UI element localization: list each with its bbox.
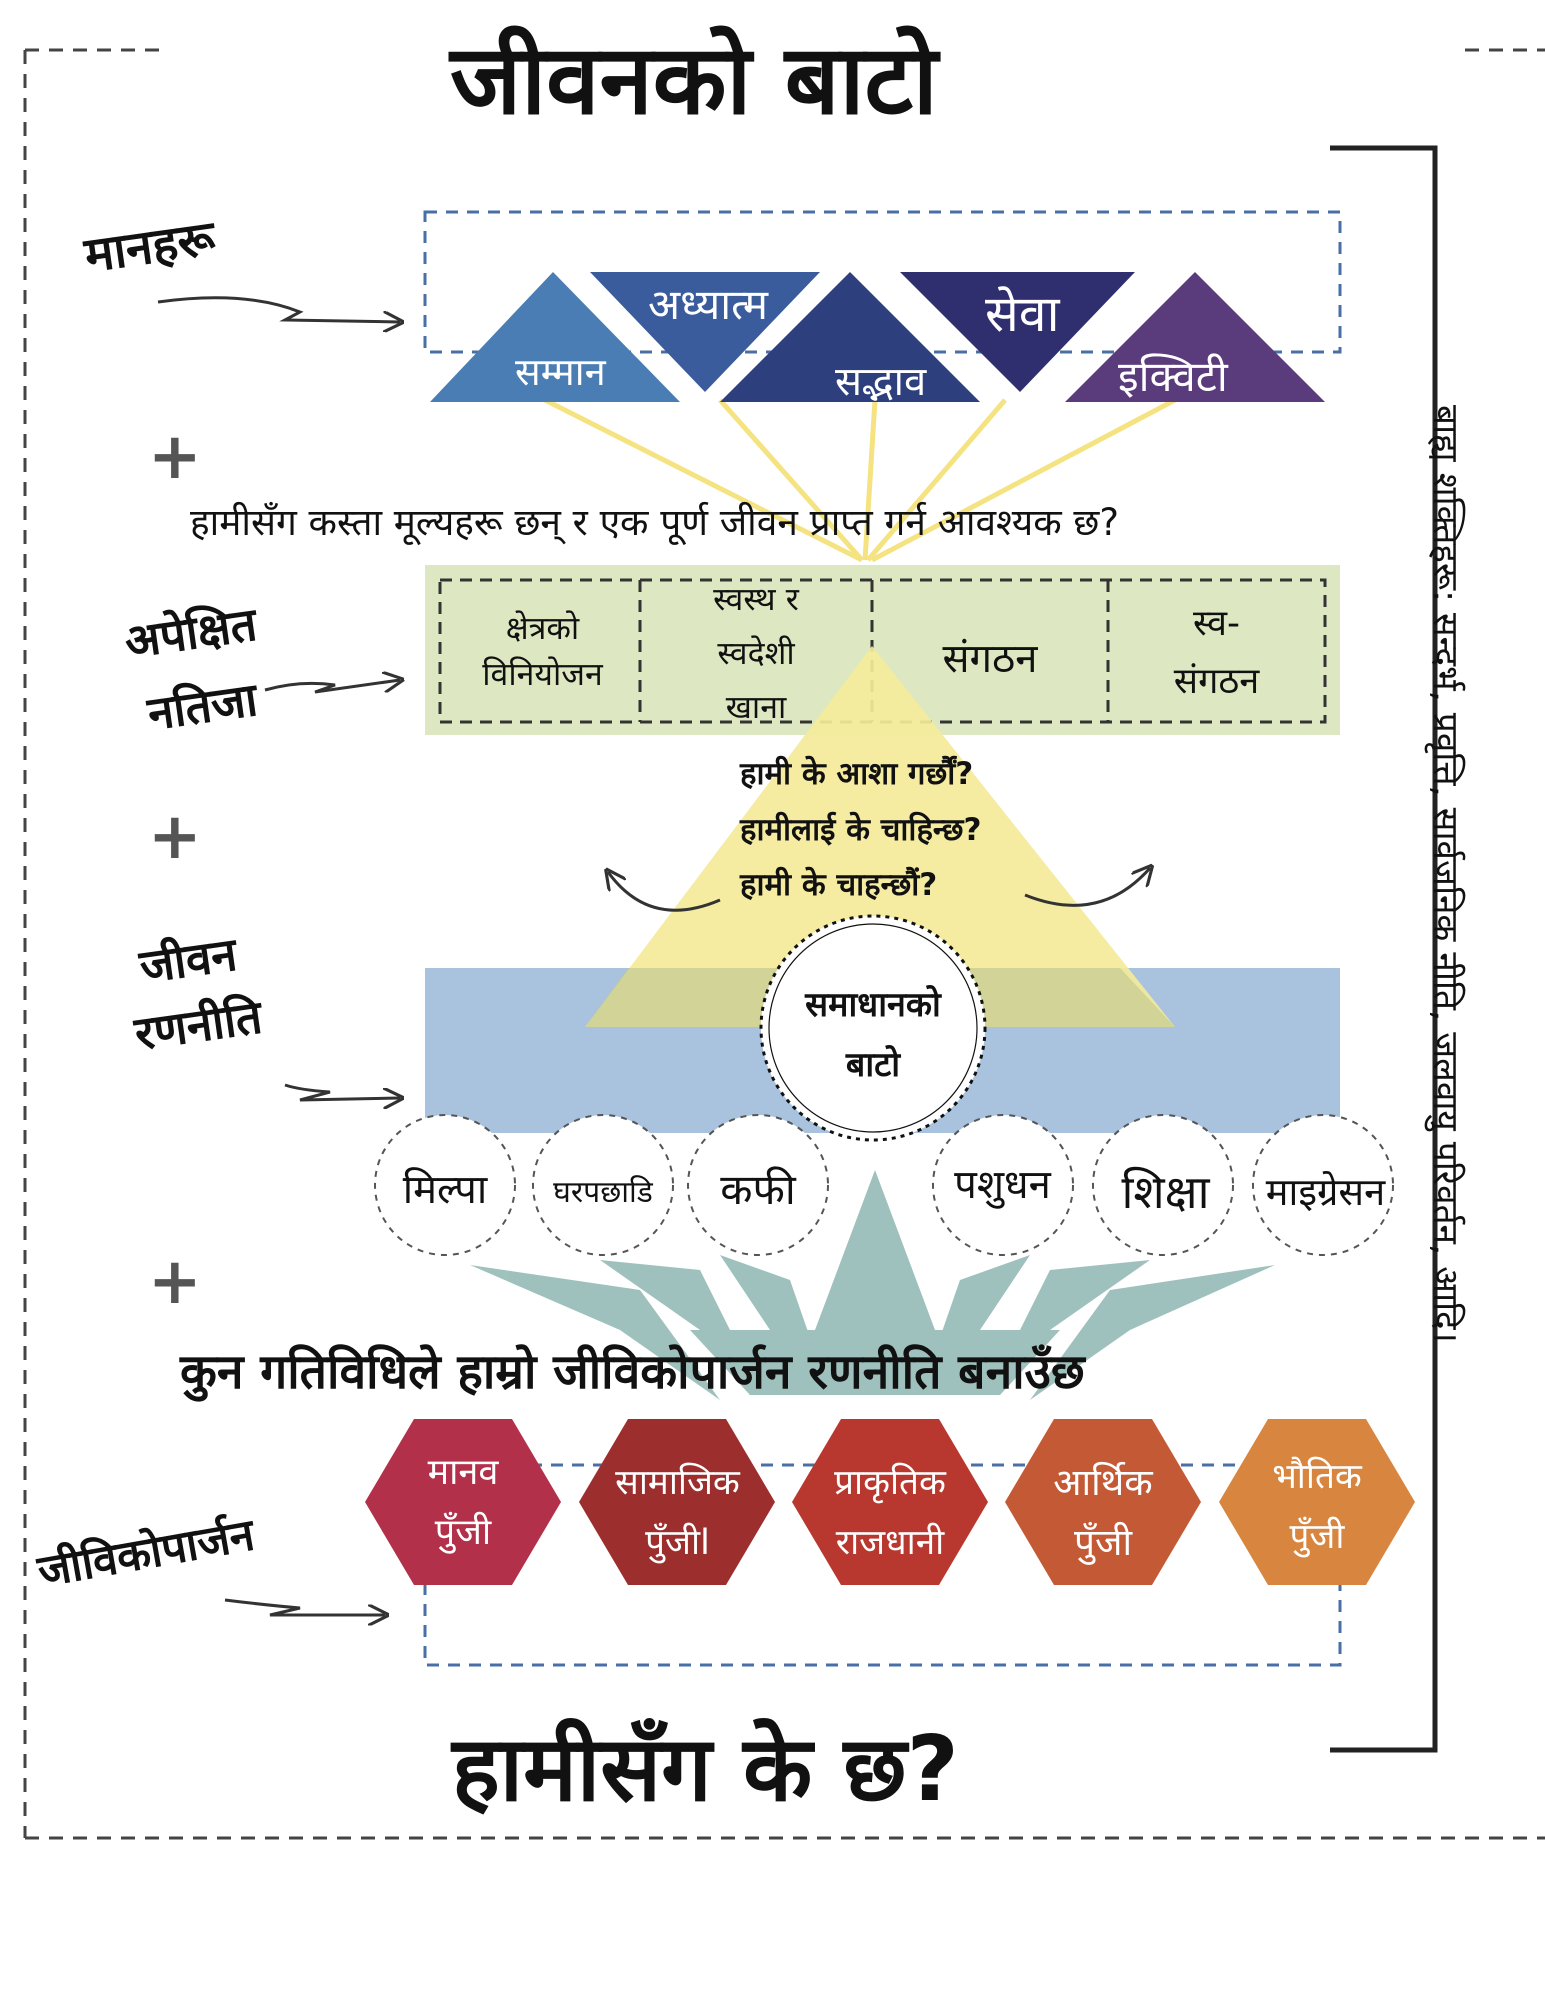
solution-line: बाटो	[845, 1045, 901, 1085]
pyramid-question-2: हामीलाई के चाहिन्छ?	[740, 812, 982, 848]
outcome-line: स्वस्थ र	[713, 580, 799, 618]
value-adhyatma: अध्यात्म	[648, 280, 769, 329]
value-seva: सेवा	[985, 285, 1060, 343]
strategy-label-coffee: कफी	[720, 1165, 796, 1214]
solution-line: समाधानको	[805, 985, 941, 1025]
capital-hexagon	[1005, 1419, 1201, 1585]
page-title: जीवनको बाटो	[450, 24, 938, 136]
capital-hexagon	[365, 1419, 561, 1585]
capital-line: भौतिक	[1272, 1457, 1362, 1497]
activities-question: कुन गतिविधिले हाम्रो जीविकोपार्जन रणनीति…	[180, 1344, 1085, 1400]
capital-line: सामाजिक	[615, 1463, 740, 1503]
capital-label-human: मानव पुँजी	[378, 1443, 548, 1563]
value-sammaan: सम्मान	[515, 350, 606, 394]
lotus-shape	[470, 1170, 1275, 1400]
capital-hexagon	[579, 1419, 775, 1585]
strategy-circle	[1092, 1114, 1234, 1256]
bottom-question: हामीसँग के छ?	[452, 1717, 959, 1822]
capital-line: पुँजी	[1073, 1521, 1133, 1564]
strategy-circle	[1252, 1114, 1394, 1256]
side-arrows	[157, 296, 400, 1615]
outcome-line: क्षेत्रको	[505, 609, 580, 647]
values-question: हामीसँग कस्ता मूल्यहरू छन् र एक पूर्ण जी…	[190, 501, 1119, 544]
value-sadbhav: सद्भाव	[835, 359, 927, 405]
value-triangle-sammaan	[430, 272, 680, 402]
strategy-circles	[374, 1114, 1394, 1256]
outcome-line: विनियोजन	[482, 655, 603, 693]
capital-label-social: सामाजिक पुँजीl	[590, 1453, 765, 1573]
strategy-label-education: शिक्षा	[1121, 1165, 1210, 1219]
curved-arrow-right	[1024, 868, 1150, 907]
outcome-line: खाना	[725, 688, 787, 726]
capital-hexagon	[1219, 1419, 1415, 1585]
strategy-circle	[932, 1114, 1074, 1256]
capital-line: राजधानी	[835, 1523, 945, 1563]
strategy-circle	[687, 1114, 829, 1256]
outcome-line: स्वदेशी	[717, 634, 795, 672]
strategy-label-livestock: पशुधन	[954, 1162, 1051, 1208]
pyramid-question-3: हामी के चाहन्छौं?	[740, 867, 938, 903]
strategy-label-migration: माइग्रेसन	[1265, 1170, 1386, 1214]
capital-hexagon	[792, 1419, 988, 1585]
outcome-line: संगठन	[942, 636, 1038, 682]
outcome-line: स्व-	[1192, 603, 1240, 644]
strategy-circle	[532, 1114, 674, 1256]
strategy-circle	[374, 1114, 516, 1256]
capital-label-physical: भौतिक पुँजी	[1232, 1447, 1402, 1567]
strategy-label-milpa: मिल्पा	[402, 1167, 488, 1213]
outcome-cell-3: संगठन	[872, 632, 1108, 686]
outcome-cell-2: स्वस्थ र स्वदेशी खाना	[640, 572, 872, 734]
solution-path-label: समाधानको बाटो	[773, 975, 973, 1095]
pyramid-question-1: हामी के आशा गर्छौं?	[740, 756, 974, 792]
value-triangle-adhyatma	[590, 272, 820, 392]
capital-line: मानव	[427, 1452, 499, 1493]
capital-line: पुँजीl	[645, 1523, 710, 1563]
value-equity: इक्विटी	[1118, 352, 1228, 401]
solution-path-circle	[759, 914, 987, 1142]
outer-frame	[23, 48, 1545, 1840]
curved-arrow-left	[608, 872, 721, 912]
value-triangle-seva	[900, 272, 1135, 392]
value-light-rays	[543, 397, 1177, 563]
strategy-label-backyard: घरपछाडि	[553, 1175, 653, 1210]
outcome-line: संगठन	[1173, 661, 1260, 702]
capital-line: आर्थिक	[1053, 1461, 1153, 1504]
capital-line: प्राकृतिक	[834, 1463, 946, 1503]
yellow-pyramid	[585, 646, 1175, 1027]
outcome-cell-4: स्व- संगठन	[1108, 595, 1325, 711]
external-forces-bracket	[1330, 145, 1438, 1753]
capital-line: पुँजी	[1289, 1517, 1345, 1557]
plus-sign-3: +	[148, 1245, 202, 1319]
plus-sign-1: +	[148, 420, 202, 494]
value-triangle-equity	[1065, 272, 1325, 402]
capital-hexagons	[365, 1419, 1415, 1585]
external-forces-label: बाह्य शक्तिहरू: सन्दर्भ, प्रवृत्ति, सार्…	[1425, 405, 1465, 1343]
capital-line: पुँजी	[434, 1512, 492, 1553]
plus-sign-2: +	[148, 800, 202, 874]
value-triangle-sadbhav	[720, 272, 980, 402]
capital-label-economic: आर्थिक पुँजी	[1018, 1453, 1188, 1573]
outcome-cell-1: क्षेत्रको विनियोजन	[445, 605, 640, 697]
capital-label-natural: प्राकृतिक राजधानी	[800, 1453, 980, 1573]
